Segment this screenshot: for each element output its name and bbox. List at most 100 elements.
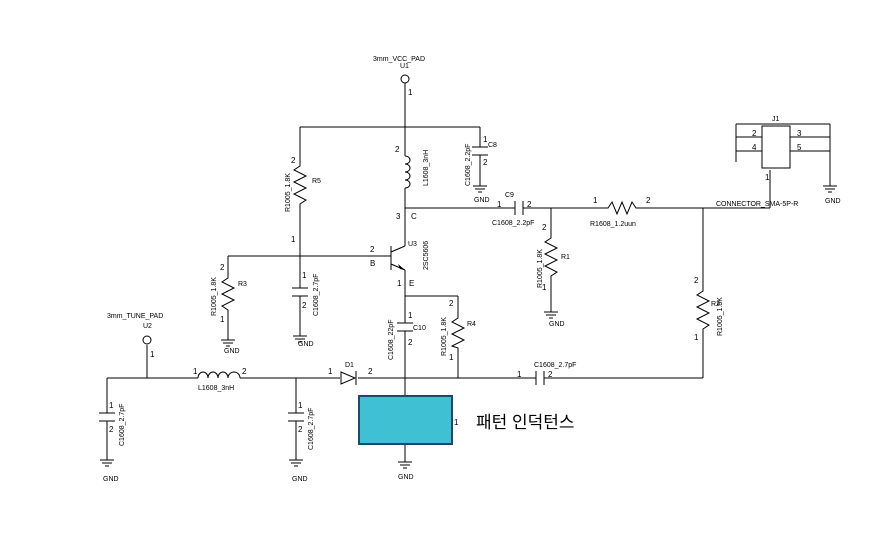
capacitor-mid: 1 2 C1608_2.7pF bbox=[288, 401, 315, 450]
d1-pin1: 1 bbox=[328, 367, 333, 376]
r3-label: R3 bbox=[238, 281, 247, 288]
u3-pin3: 3 bbox=[396, 212, 401, 221]
ground-r1: GND bbox=[544, 311, 565, 328]
r2-value: R1005_1.8K bbox=[717, 297, 724, 336]
highlight-pin1: 1 bbox=[454, 418, 459, 427]
j1-label: J1 bbox=[772, 116, 780, 123]
ground-c8: GND bbox=[473, 185, 490, 204]
transistor-u3: U3 2SC5606 2 B 1 E bbox=[370, 241, 430, 288]
pattern-inductance-highlight bbox=[358, 395, 453, 445]
resistor-r1: R1 2 1 R1005_1.8K bbox=[537, 223, 570, 292]
u3-pin-e: E bbox=[409, 279, 414, 288]
gnd-label: GND bbox=[549, 321, 565, 328]
c8-label: C8 bbox=[488, 142, 497, 149]
capacitor-out: C1608_2.7pF 1 2 bbox=[517, 362, 576, 385]
ground-c-in: GND bbox=[100, 459, 119, 483]
tune-pad-label: 3mm_TUNE_PAD bbox=[107, 313, 163, 320]
c9-label: C9 bbox=[505, 192, 514, 199]
d1-label: D1 bbox=[345, 362, 354, 369]
l-top-pin2: 2 bbox=[395, 145, 400, 154]
c-out-pin1: 1 bbox=[517, 370, 522, 379]
diode-d1: D1 1 2 bbox=[328, 362, 373, 385]
c8-pin1: 1 bbox=[483, 135, 488, 144]
r2-label: R2 bbox=[711, 301, 720, 308]
u2-label: U2 bbox=[143, 323, 152, 330]
gnd-label: GND bbox=[398, 474, 414, 481]
r1-pin2: 2 bbox=[542, 223, 547, 232]
l-in-value: L1608_3nH bbox=[198, 385, 234, 392]
c9-value: C1608_2.2pF bbox=[492, 220, 534, 227]
inductor-input: 1 2 L1608_3nH bbox=[193, 367, 247, 392]
r5-value: R1005_1.8K bbox=[285, 173, 292, 212]
u3-label: U3 bbox=[408, 241, 417, 248]
r4-value: R1005_1.8K bbox=[441, 317, 448, 356]
u3-value: 2SC5606 bbox=[423, 241, 430, 270]
r1-value: R1005_1.8K bbox=[537, 249, 544, 288]
c-base-value: C1608_2.7pF bbox=[313, 274, 320, 316]
c9-pin1: 1 bbox=[497, 200, 502, 209]
capacitor-c10: C10 1 2 C1608_22pF bbox=[388, 311, 426, 360]
c10-value: C1608_22pF bbox=[388, 320, 395, 360]
r2-pin1: 1 bbox=[694, 333, 699, 342]
c9-pin2: 2 bbox=[527, 200, 532, 209]
capacitor-in: 1 2 C1608_2.7pF bbox=[99, 401, 126, 446]
j1-pin1: 1 bbox=[765, 173, 770, 182]
ground-pattern: GND bbox=[398, 461, 414, 481]
c-in-pin1: 1 bbox=[109, 401, 114, 410]
inductor-top: 2 L1608_3nH 3 C bbox=[395, 145, 430, 221]
resistor-r2: R2 2 1 R1005_1.8K bbox=[694, 276, 724, 342]
vcc-pad-u1: 3mm_VCC_PAD U1 1 bbox=[373, 56, 425, 97]
c-out-value: C1608_2.7pF bbox=[534, 362, 576, 369]
capacitor-base: 1 2 C1608_2.7pF bbox=[292, 271, 320, 316]
capacitor-c8: C8 1 2 C1608_2.2pF bbox=[465, 135, 497, 186]
r4-pin2: 2 bbox=[449, 299, 454, 308]
pattern-inductance-annotation: 패턴 인덕턴스 bbox=[476, 413, 575, 432]
capacitor-c9: C9 C1608_2.2pF 1 2 bbox=[492, 192, 534, 227]
u1-label: U1 bbox=[400, 63, 409, 70]
c10-label: C10 bbox=[413, 325, 426, 332]
resistor-r4: R4 2 1 R1005_1.8K bbox=[441, 299, 476, 362]
ground-j1: GND bbox=[823, 185, 841, 205]
c-mid-value: C1608_2.7pF bbox=[308, 408, 315, 450]
c-in-pin2: 2 bbox=[109, 425, 114, 434]
l-top-value: L1608_3nH bbox=[423, 150, 430, 186]
resistor-r3: R3 2 1 R1005_1.8K bbox=[211, 263, 247, 324]
r5-pin2: 2 bbox=[291, 156, 296, 165]
u3-pin-c: C bbox=[411, 212, 417, 221]
wires bbox=[106, 83, 831, 462]
j1-pin4: 4 bbox=[752, 143, 757, 152]
j1-pin3: 3 bbox=[797, 129, 802, 138]
l-in-pin2: 2 bbox=[242, 367, 247, 376]
connector-value: CONNECTOR_SMA-5P-R bbox=[716, 201, 798, 208]
c10-pin2: 2 bbox=[408, 338, 413, 347]
gnd-label: GND bbox=[825, 198, 841, 205]
ground-r3: GND bbox=[221, 339, 240, 355]
c-out-pin2: 2 bbox=[548, 370, 553, 379]
r3-value: R1005_1.8K bbox=[211, 277, 218, 316]
connector-j1: J1 2 4 3 5 1 CONNECTOR_SMA-5P-R bbox=[716, 116, 802, 208]
u3-pin2: 2 bbox=[370, 245, 375, 254]
r2-pin2: 2 bbox=[694, 276, 699, 285]
r1-pin1: 1 bbox=[542, 283, 547, 292]
c-base-pin1: 1 bbox=[302, 271, 307, 280]
gnd-label: GND bbox=[292, 476, 308, 483]
ground-c-mid: GND bbox=[289, 459, 308, 483]
c10-pin1: 1 bbox=[408, 311, 413, 320]
j1-pin5: 5 bbox=[797, 143, 802, 152]
r5-label: R5 bbox=[312, 178, 321, 185]
tune-pad-u2: 3mm_TUNE_PAD U2 1 bbox=[107, 313, 163, 359]
gnd-label: GND bbox=[103, 476, 119, 483]
gnd-label: GND bbox=[474, 197, 490, 204]
resistor-series: 1 2 R1608_1.2uun bbox=[590, 196, 651, 228]
d1-pin2: 2 bbox=[368, 367, 373, 376]
c8-pin2: 2 bbox=[483, 158, 488, 167]
r3-pin1: 1 bbox=[220, 315, 225, 324]
c-mid-pin2: 2 bbox=[298, 425, 303, 434]
l-in-pin1: 1 bbox=[193, 367, 198, 376]
r-series-pin2: 2 bbox=[646, 196, 651, 205]
ground-c-base: GND bbox=[293, 335, 314, 348]
resistor-r5: R5 2 1 R1005_1.8K bbox=[285, 156, 321, 244]
c-base-pin2: 2 bbox=[302, 301, 307, 310]
c-in-value: C1608_2.7pF bbox=[119, 404, 126, 446]
